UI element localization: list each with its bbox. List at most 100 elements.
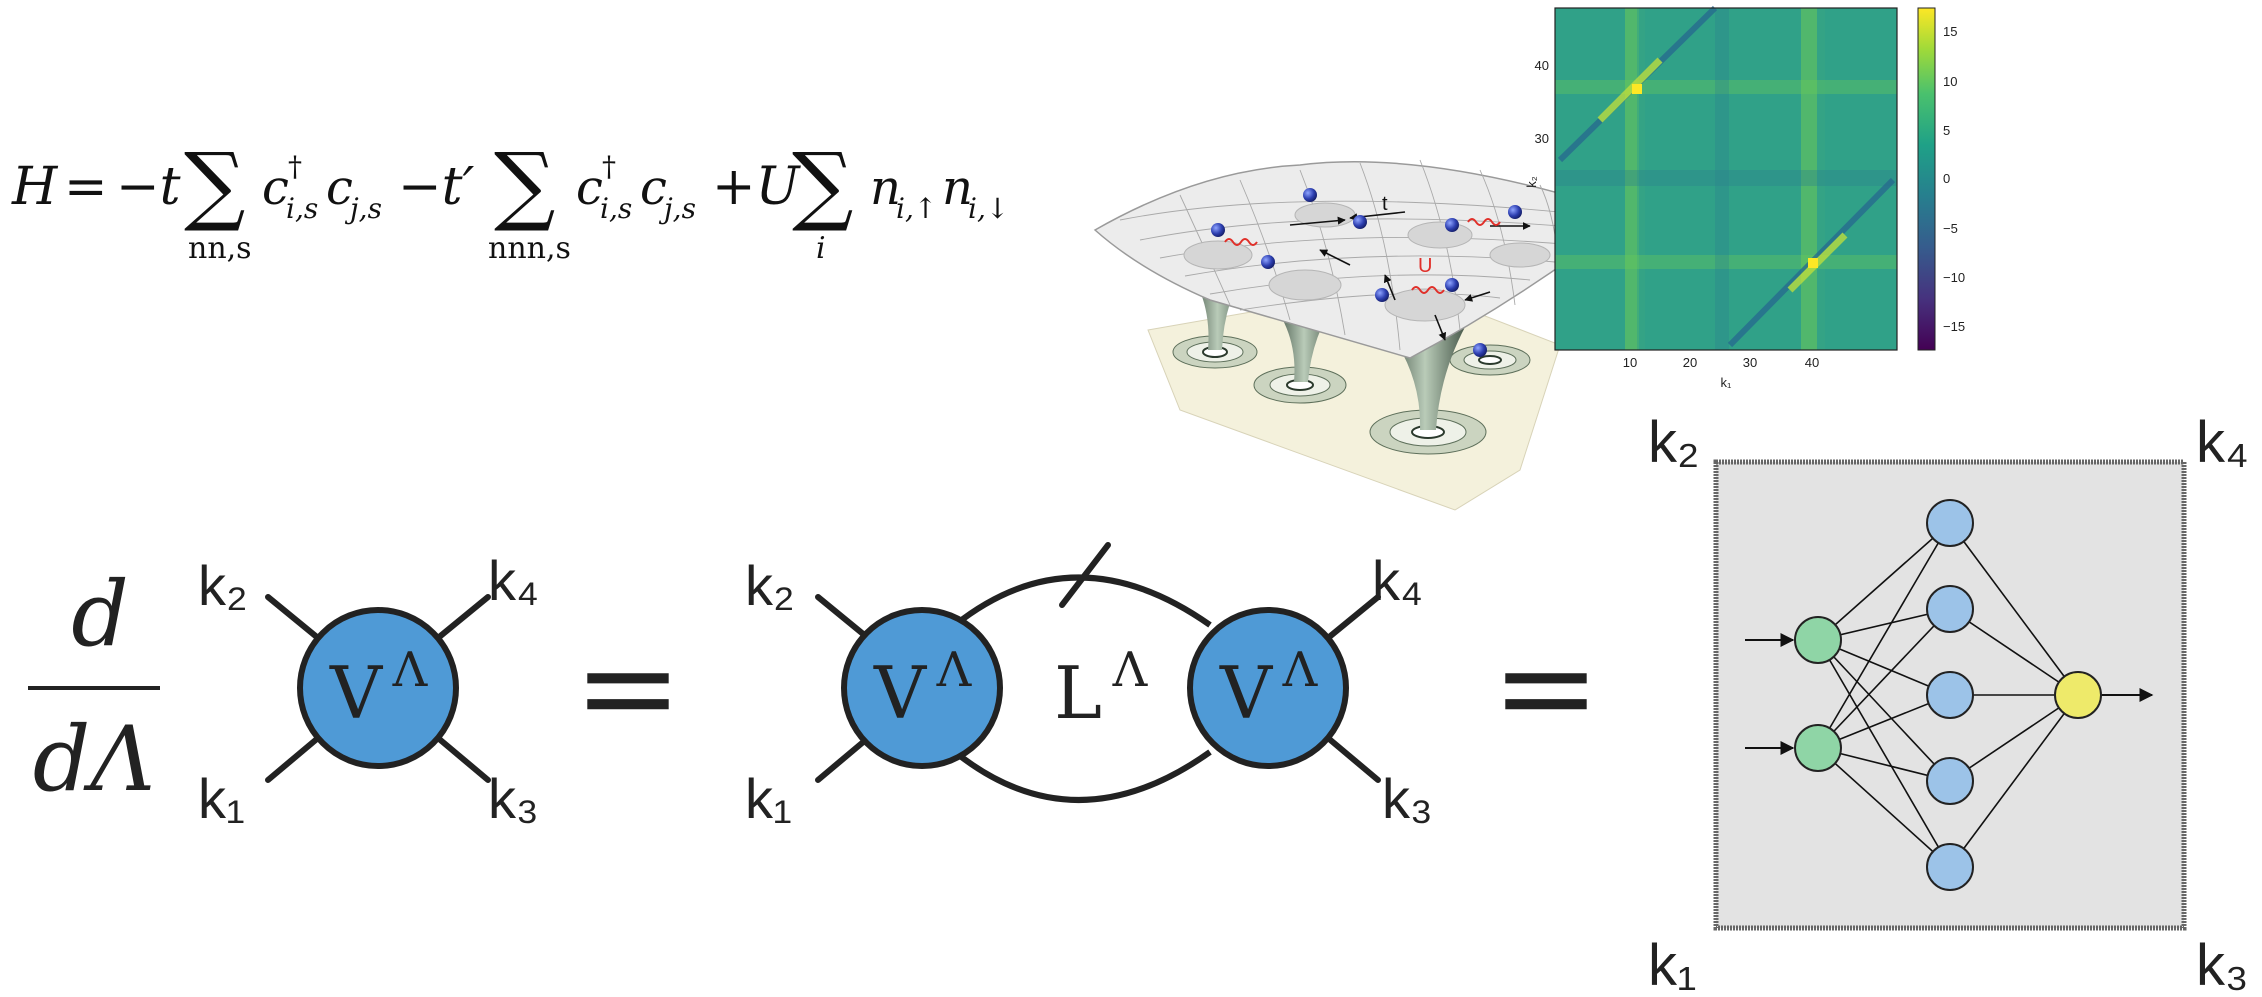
lhs-k2-label: k₂ bbox=[198, 554, 248, 617]
loop-k4-label: k₄ bbox=[1372, 549, 1423, 612]
nn-hidden-node bbox=[1926, 671, 1974, 719]
nn-k3-label: k₃ bbox=[2196, 933, 2249, 997]
svg-text:30: 30 bbox=[1743, 355, 1757, 370]
hamiltonian-equals: = bbox=[64, 157, 108, 217]
heatmap-colorbar bbox=[1917, 7, 1936, 351]
term2-sum-subscript: nnn,s bbox=[488, 231, 571, 266]
hamiltonian-equation: H = −t ∑ nn,s c † i,s c j,s −t′ ∑ nnn,s … bbox=[11, 135, 1009, 266]
hamiltonian-lhs: H bbox=[11, 157, 59, 217]
vertex-circle bbox=[297, 607, 459, 769]
interaction-springs bbox=[1224, 218, 1501, 294]
term1-op-c: c bbox=[326, 160, 353, 216]
lattice-atoms bbox=[1211, 188, 1522, 357]
loop-k2-label: k₂ bbox=[745, 554, 795, 617]
nn-input-layer bbox=[1794, 616, 1842, 772]
term1-dagger: † bbox=[288, 150, 302, 183]
heatmap-bands bbox=[1555, 8, 1897, 350]
nn-k2-label: k₂ bbox=[1648, 410, 1700, 475]
nn-input-node bbox=[1794, 724, 1842, 772]
term3-sub-up: i,↑ bbox=[896, 192, 937, 225]
nn-hidden-layer bbox=[1926, 499, 1974, 891]
loop-label: L bbox=[1054, 651, 1102, 735]
loop-bottom-arc bbox=[953, 749, 1212, 803]
heatmap-frame bbox=[1554, 7, 1898, 351]
hopping-arrows bbox=[1289, 211, 1531, 341]
svg-text:0: 0 bbox=[1943, 171, 1950, 186]
hopping-label: t bbox=[1382, 193, 1388, 215]
nn-output-node bbox=[2054, 671, 2102, 719]
term1-sum-subscript: nn,s bbox=[188, 231, 252, 266]
derivative-denominator: dΛ bbox=[33, 707, 156, 812]
heatmap-xlabel: k₁ bbox=[1721, 375, 1733, 390]
loop-vertex-left bbox=[841, 607, 1003, 769]
vertex-heatmap: 10 20 30 40 30 40 k₁ k₂ 15 10 5 0 −5 −10… bbox=[1524, 5, 1965, 390]
loop-vertex-left-label: V bbox=[873, 651, 928, 735]
nn-io-arrows bbox=[1745, 633, 2154, 755]
term2-op-c-dagger: c bbox=[576, 160, 603, 216]
svg-text:40: 40 bbox=[1805, 355, 1819, 370]
term3-coefficient: +U bbox=[712, 157, 802, 217]
term2-sum-symbol: ∑ bbox=[494, 135, 555, 235]
loop-k1-label: k₁ bbox=[745, 767, 792, 830]
term3-op-n-down: n bbox=[942, 160, 973, 216]
term3-sub-down: i,↓ bbox=[968, 192, 1009, 225]
optical-lattice-illustration: t U bbox=[1093, 159, 1601, 511]
nn-k4-label: k₄ bbox=[2196, 410, 2249, 475]
nn-hidden-node bbox=[1926, 585, 1974, 633]
loop-lambda: Λ bbox=[1112, 642, 1149, 698]
vertex-lambda: Λ bbox=[392, 642, 429, 698]
nn-k1-label: k₁ bbox=[1648, 933, 1697, 997]
term1-sub-is: i,s bbox=[286, 192, 318, 225]
loop-vertex-left-lambda: Λ bbox=[936, 642, 973, 698]
term1-sum-symbol: ∑ bbox=[184, 135, 245, 235]
nn-input-node bbox=[1794, 616, 1842, 664]
svg-text:10: 10 bbox=[1943, 74, 1957, 89]
vertex-label: V bbox=[329, 651, 384, 735]
loop-vertex-right-lambda: Λ bbox=[1282, 642, 1319, 698]
nn-hidden-node bbox=[1926, 757, 1974, 805]
svg-text:5: 5 bbox=[1943, 123, 1950, 138]
nn-hidden-node bbox=[1926, 843, 1974, 891]
lhs-k4-label: k₄ bbox=[488, 549, 539, 612]
colorbar-ticks: 15 10 5 0 −5 −10 −15 bbox=[1943, 24, 1965, 334]
vertex-diagram-lhs: V Λ k₂ k₄ k₁ k₃ bbox=[198, 549, 539, 830]
loop-vertex-right-label: V bbox=[1219, 651, 1274, 735]
lhs-k1-label: k₁ bbox=[198, 767, 245, 830]
svg-text:−5: −5 bbox=[1943, 221, 1958, 236]
svg-text:20: 20 bbox=[1683, 355, 1697, 370]
term2-sub-is: i,s bbox=[600, 192, 632, 225]
derivative-numerator: d bbox=[71, 562, 129, 667]
loop-k3-label: k₃ bbox=[1382, 767, 1433, 830]
term1-op-c-dagger: c bbox=[262, 160, 289, 216]
heatmap-y-ticks: 30 40 bbox=[1535, 58, 1549, 146]
term2-dagger: † bbox=[602, 150, 616, 183]
equals-sign-2: = bbox=[1492, 611, 1601, 763]
term2-sub-js: j,s bbox=[658, 192, 696, 225]
term1-coefficient: −t bbox=[116, 157, 181, 217]
loop-diagram: L Λ V Λ V Λ k₂ k₁ k₄ k₃ bbox=[745, 542, 1433, 830]
loop-slash bbox=[1059, 542, 1111, 608]
term3-op-n-up: n bbox=[870, 160, 901, 216]
term3-sum-subscript: i bbox=[816, 231, 826, 266]
flow-equation: d dΛ V Λ k₂ k₄ k₁ k₃ = L Λ bbox=[28, 542, 1601, 830]
term2-coefficient: −t′ bbox=[398, 157, 474, 217]
svg-text:30: 30 bbox=[1535, 131, 1549, 146]
svg-text:15: 15 bbox=[1943, 24, 1957, 39]
svg-text:−10: −10 bbox=[1943, 270, 1965, 285]
lhs-k3-label: k₃ bbox=[488, 767, 539, 830]
svg-text:10: 10 bbox=[1623, 355, 1637, 370]
term3-sum-symbol: ∑ bbox=[792, 135, 853, 235]
heatmap-peak-2 bbox=[1808, 258, 1818, 268]
nn-hidden-node bbox=[1926, 499, 1974, 547]
heatmap-x-ticks: 10 20 30 40 bbox=[1623, 355, 1819, 370]
heatmap-ylabel: k₂ bbox=[1524, 176, 1539, 188]
loop-vertex-right bbox=[1187, 607, 1349, 769]
loop-top-arc bbox=[953, 574, 1212, 628]
term2-op-c: c bbox=[640, 160, 667, 216]
term1-sub-js: j,s bbox=[344, 192, 382, 225]
heatmap-peak-1 bbox=[1632, 84, 1642, 94]
svg-text:−15: −15 bbox=[1943, 319, 1965, 334]
neural-network-panel: k₂ k₄ k₁ k₃ bbox=[1648, 410, 2249, 997]
equals-sign-1: = bbox=[574, 611, 683, 763]
